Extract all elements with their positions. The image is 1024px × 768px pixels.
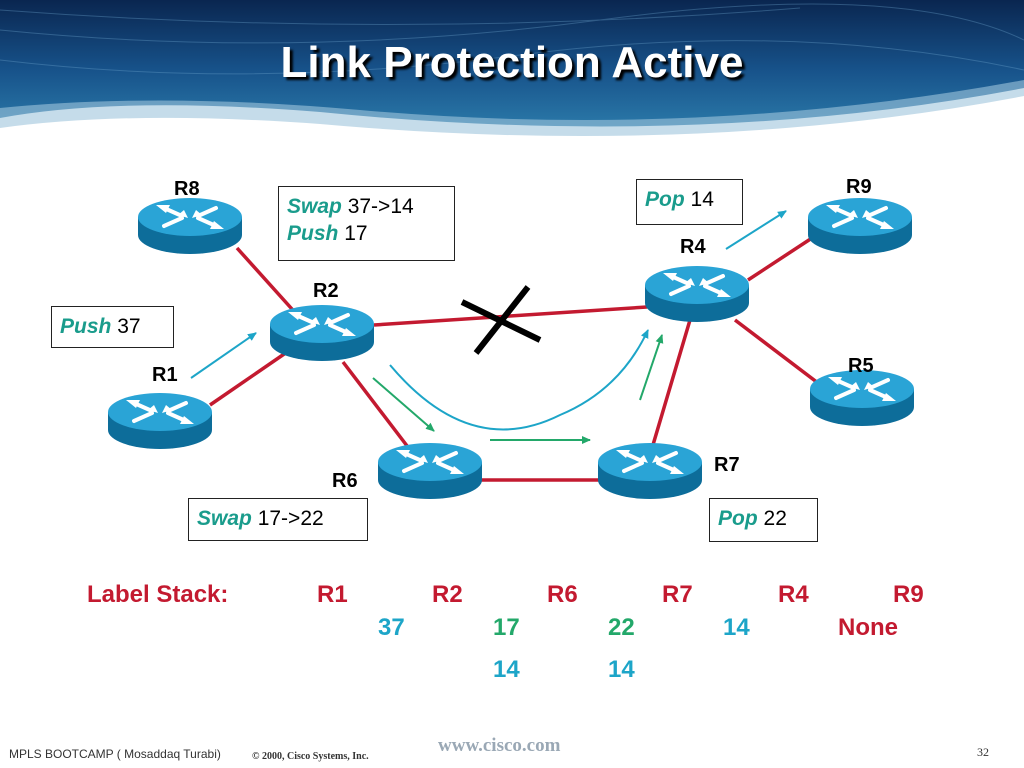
label-stack-heading: Label Stack: <box>87 581 229 608</box>
link-r1-r2 <box>209 348 291 407</box>
label-stack-col-r4: R4 <box>778 581 809 608</box>
r2-label-ops-box: Swap 37->14 Push 17 <box>278 186 455 261</box>
arrow-r4-to-r9 <box>725 210 787 250</box>
r2-push-value: 17 <box>344 222 368 245</box>
label-stack-col-r2: R2 <box>432 581 463 608</box>
title-banner: Link Protection Active <box>0 0 1024 150</box>
r4-pop-op: Pop <box>645 188 685 211</box>
label-stack-value: 14 <box>723 614 750 641</box>
page-number: 32 <box>977 745 989 759</box>
r4-pop-value: 14 <box>690 188 714 211</box>
arrow-r7-to-r4 <box>639 334 664 401</box>
links <box>209 236 820 482</box>
arrow-r1-to-r2 <box>190 332 257 379</box>
r7-pop-value: 22 <box>763 507 787 530</box>
link-r2-r6 <box>341 360 416 457</box>
r1-push-value: 37 <box>117 315 141 338</box>
footer-url: www.cisco.com <box>438 735 561 756</box>
link-r2-r4 <box>373 305 648 327</box>
page-title: Link Protection Active <box>280 38 744 87</box>
router-r2-icon <box>268 303 376 363</box>
router-r1-icon <box>106 391 214 451</box>
router-label-r6: R6 <box>332 470 358 492</box>
label-stack-value: None <box>838 614 898 641</box>
r2-swap-value: 37->14 <box>347 195 414 218</box>
label-stack-inner-value: 14 <box>608 656 635 683</box>
r7-label-ops-box: Pop 22 <box>709 498 818 542</box>
router-r5-icon <box>808 368 916 428</box>
r1-push-op: Push <box>60 315 112 338</box>
router-label-r1: R1 <box>152 364 178 386</box>
router-label-r7: R7 <box>714 454 740 476</box>
label-stack-col-r6: R6 <box>547 581 578 608</box>
router-r9-icon <box>806 196 914 256</box>
router-label-r8: R8 <box>174 178 200 200</box>
link-r7-r4 <box>648 319 692 456</box>
router-r4-icon <box>643 264 751 324</box>
label-stack-inner-value: 14 <box>493 656 520 683</box>
r4-label-ops-box: Pop 14 <box>636 179 743 225</box>
r6-swap-value: 17->22 <box>257 507 324 530</box>
r1-label-ops-box: Push 37 <box>51 306 174 348</box>
footer-course-title: MPLS BOOTCAMP ( Mosaddaq Turabi) <box>9 747 221 761</box>
r6-label-ops-box: Swap 17->22 <box>188 498 368 541</box>
router-r6-icon <box>376 441 484 501</box>
link-failure-x-icon <box>460 285 542 355</box>
link-r8-r2 <box>235 246 302 320</box>
router-label-r4: R4 <box>680 236 706 258</box>
link-r4-r9 <box>747 236 813 282</box>
router-r7-icon <box>596 441 704 501</box>
router-r8-icon <box>136 196 244 256</box>
r6-swap-op: Swap <box>197 507 252 530</box>
label-stack-col-r9: R9 <box>893 581 924 608</box>
r7-pop-op: Pop <box>718 507 758 530</box>
r2-swap-op: Swap <box>287 195 342 218</box>
label-stack-value: 22 <box>608 614 635 641</box>
arrow-bypass-r2-to-r4 <box>389 329 649 431</box>
label-stack-value: 37 <box>378 614 405 641</box>
arrow-r2-to-r6 <box>372 377 435 432</box>
banner-background <box>0 0 1024 137</box>
router-label-r2: R2 <box>313 280 339 302</box>
link-r4-r5 <box>733 318 820 385</box>
label-stack-col-r7: R7 <box>662 581 693 608</box>
footer-copyright: © 2000, Cisco Systems, Inc. <box>252 751 369 762</box>
router-label-r5: R5 <box>848 355 874 377</box>
label-stack-value: 17 <box>493 614 520 641</box>
router-label-r9: R9 <box>846 176 872 198</box>
label-stack-col-r1: R1 <box>317 581 348 608</box>
r2-push-op: Push <box>287 222 339 245</box>
